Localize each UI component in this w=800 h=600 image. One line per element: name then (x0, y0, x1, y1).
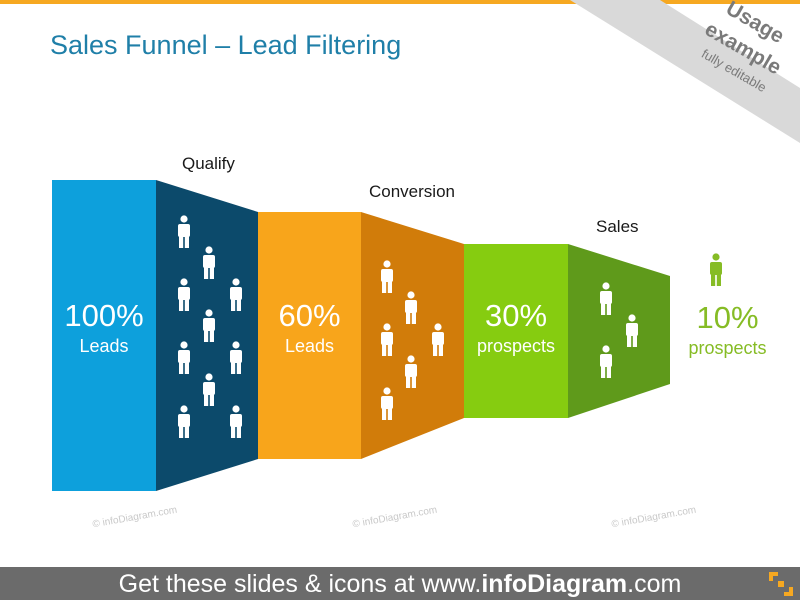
stage-1-value: 100% Leads (52, 298, 156, 358)
footer-brand: infoDiagram (481, 570, 628, 598)
step-label-conversion: Conversion (369, 182, 455, 201)
stage-1-caption: Leads (79, 336, 129, 356)
stage-3-side (568, 244, 670, 418)
stage-3-front (464, 244, 568, 418)
final-percent: 10% (696, 300, 759, 335)
footer-text: Get these slides & icons at www.infoDiag… (0, 570, 800, 599)
stage-3-caption: prospects (476, 336, 556, 356)
step-label-sales: Sales (596, 217, 639, 236)
stage-2-value: 60% Leads (258, 298, 361, 358)
stage-2-percent: 60% (278, 298, 341, 333)
stage-1-front (52, 180, 156, 491)
stage-2-front (258, 212, 361, 459)
footer-prefix: Get these slides & icons at www. (118, 570, 482, 598)
footer-bar: Get these slides & icons at www.infoDiag… (0, 567, 800, 600)
stage-3-value: 30% prospects (464, 298, 568, 358)
infodiagram-logo-icon (769, 572, 793, 596)
final-value: 10% prospects (670, 300, 785, 360)
stage-3-percent: 30% (484, 298, 548, 333)
footer-suffix: .com (627, 570, 682, 598)
step-label-qualify: Qualify (182, 154, 235, 173)
final-person-icon (710, 253, 722, 286)
top-accent-bar (0, 0, 800, 4)
stage-2-side (361, 212, 464, 459)
final-caption: prospects (688, 338, 767, 358)
stage-2-caption: Leads (284, 336, 335, 356)
stage-1-percent: 100% (64, 298, 144, 333)
page-title: Sales Funnel – Lead Filtering (50, 30, 402, 60)
